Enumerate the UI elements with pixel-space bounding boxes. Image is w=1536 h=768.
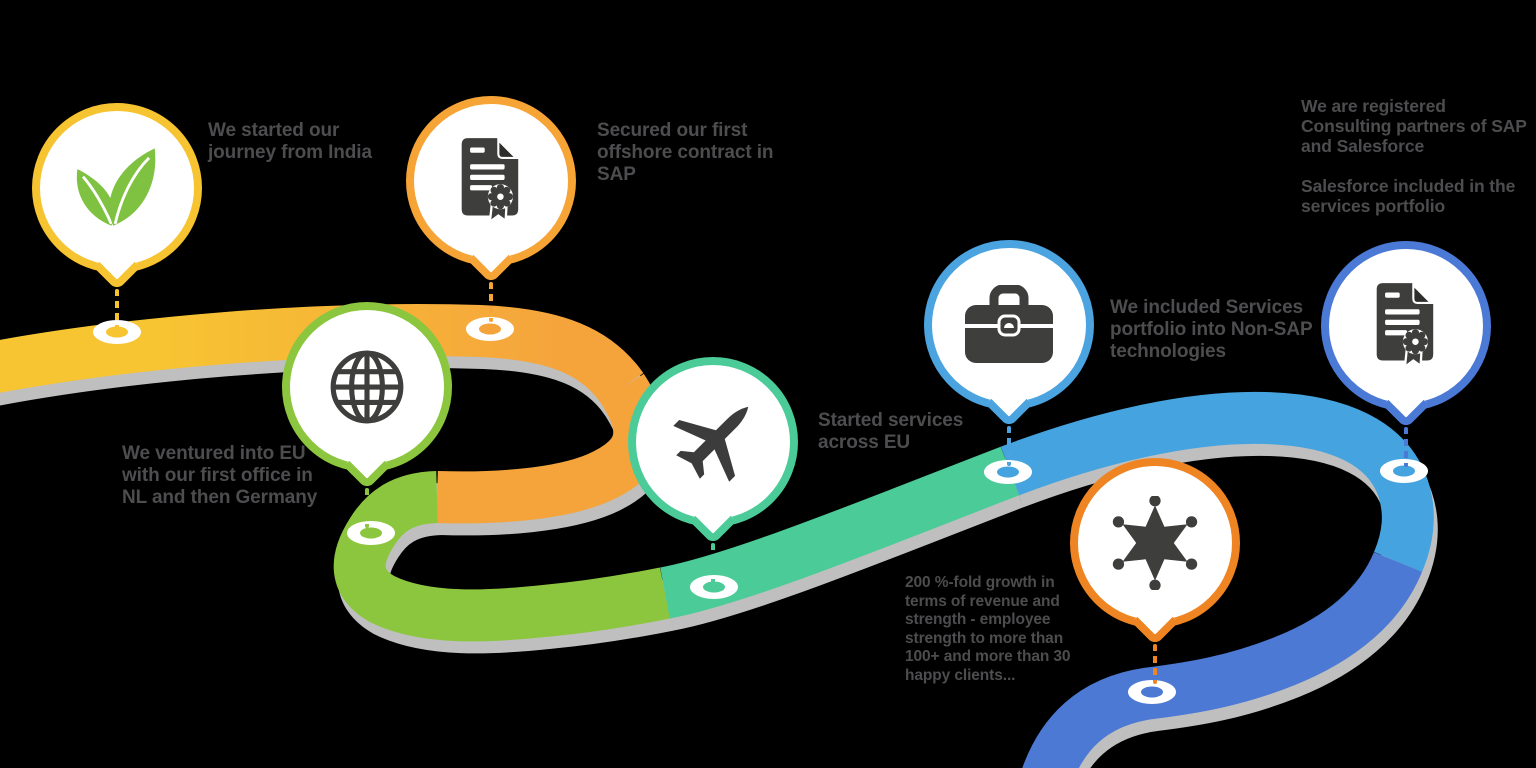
road-dot-partners	[1380, 459, 1428, 483]
milestone-note-partners: We are registered Consulting partners of…	[1301, 96, 1527, 156]
milestone-bubble-growth	[1070, 458, 1240, 684]
certificate-icon	[1372, 281, 1440, 371]
milestone-note-eu-offices: We ventured into EU with our first offic…	[122, 443, 318, 508]
milestone-bubble-partners	[1321, 241, 1491, 467]
road-markers	[93, 317, 1428, 704]
road-dot-first-contract	[466, 317, 514, 341]
milestone-bubble-services-eu	[628, 357, 798, 583]
milestone-note-first-contract: Secured our first offshore contract in S…	[597, 120, 774, 185]
leaf-icon	[68, 142, 166, 234]
road-dot-non-sap	[984, 460, 1032, 484]
milestone-bubble-india	[32, 103, 202, 329]
milestone-bubble-non-sap	[924, 240, 1094, 466]
road-segment-royalblue	[1022, 551, 1423, 768]
bubble-connector	[115, 289, 119, 329]
airplane-icon	[661, 390, 765, 494]
milestone-note-services-eu: Started services across EU	[818, 410, 964, 453]
milestone-note-growth: 200 %-fold growth in terms of revenue an…	[905, 574, 1071, 684]
road-dot-services-eu	[690, 575, 738, 599]
milestone-bubble-eu-offices	[282, 302, 452, 528]
bubble-connector	[711, 543, 715, 583]
bubble-connector	[1404, 427, 1408, 467]
road-dot-eu-offices	[347, 521, 395, 545]
briefcase-icon	[963, 285, 1055, 365]
milestone-note-salesforce: Salesforce included in the services port…	[1301, 176, 1516, 216]
road-dot-growth	[1128, 680, 1176, 704]
globe-icon	[326, 346, 408, 428]
milestone-note-india: We started our journey from India	[208, 120, 372, 163]
milestone-note-non-sap: We included Services portfolio into Non-…	[1110, 297, 1313, 362]
road-dot-india	[93, 320, 141, 344]
bubble-connector	[365, 488, 369, 528]
certificate-icon	[457, 136, 525, 226]
bubble-connector	[489, 282, 493, 322]
road-segment-lightblue	[1000, 391, 1434, 573]
bubble-connector	[1153, 644, 1157, 684]
sheriff-star-icon	[1108, 496, 1202, 590]
road-segment-orange	[436, 373, 666, 524]
milestone-bubble-first-contract	[406, 96, 576, 322]
bubble-connector	[1007, 426, 1011, 466]
